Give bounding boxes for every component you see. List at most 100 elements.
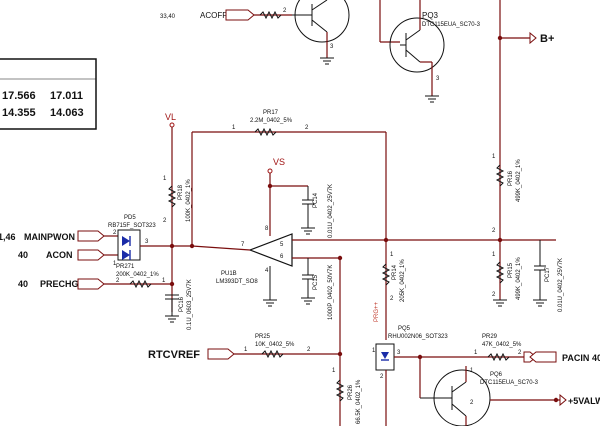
pr17-resistor: PR17 2.2M_0402_5% 1 2 bbox=[191, 110, 387, 246]
acon-num: 40 bbox=[18, 250, 28, 260]
pr271-ref: PR271 bbox=[116, 264, 135, 270]
svg-text:1: 1 bbox=[390, 252, 394, 258]
pacin-label: PACIN bbox=[562, 353, 589, 363]
pc17-capacitor: PC17 0.01U_0402_25V7K bbox=[533, 240, 564, 312]
pd5-value: RB715F_SOT323 bbox=[108, 223, 156, 229]
pq3-transistor-icon bbox=[389, 17, 445, 73]
svg-text:3: 3 bbox=[436, 76, 440, 82]
acon-label: ACON bbox=[46, 250, 73, 260]
pq3-ref: PQ3 bbox=[422, 11, 439, 20]
ground-icon bbox=[493, 299, 507, 307]
svg-text:1: 1 bbox=[474, 350, 478, 356]
svg-text:6: 6 bbox=[280, 254, 284, 260]
v5valw-label: +5VALW bbox=[568, 396, 600, 406]
svg-text:2: 2 bbox=[380, 374, 384, 380]
acon-input: 40 ACON bbox=[18, 249, 118, 261]
mainpwon-input: 1,46 MAINPWON bbox=[0, 230, 118, 242]
svg-text:2: 2 bbox=[283, 8, 287, 14]
diode-icon bbox=[381, 352, 389, 359]
pr26-value: 66.5K_0402_1% bbox=[356, 379, 362, 424]
prechg-num: 40 bbox=[18, 279, 28, 289]
svg-text:1: 1 bbox=[492, 154, 496, 160]
svg-text:2: 2 bbox=[113, 230, 117, 236]
ground-icon bbox=[301, 227, 315, 235]
pc15-capacitor: PC15 1000P_0402_50V7K bbox=[301, 258, 334, 320]
pr17-value: 2.2M_0402_5% bbox=[250, 118, 293, 124]
pr14-resistor: PR14 205K_0402_1% PRG++ 1 2 bbox=[374, 252, 406, 322]
pq3-transistor: PQ3 DTC115EUA_SC70-3 3 bbox=[379, 0, 481, 103]
acoff-ref-number: 33,40 bbox=[160, 14, 176, 20]
vl-label: VL bbox=[165, 112, 176, 122]
output-net bbox=[385, 150, 556, 340]
pr16-resistor: PR16 499K_0402_1% 1 2 bbox=[492, 154, 522, 234]
acoff-label: ACOFF bbox=[200, 11, 227, 20]
pq6-transistor: PQ6 DTC115EUA_SC70-3 2 1 +5VALW bbox=[419, 357, 600, 426]
vl-rail: VL bbox=[165, 112, 176, 312]
rtcvref-label: RTCVREF bbox=[148, 349, 200, 361]
pr14-ref: PR14 bbox=[392, 264, 398, 280]
pc17-value: 0.01U_0402_25V7K bbox=[558, 258, 564, 312]
pr14-value: 205K_0402_1% bbox=[400, 259, 406, 302]
pc14-value: 0.01U_0402_25V7K bbox=[328, 184, 334, 238]
svg-text:2: 2 bbox=[492, 228, 496, 234]
pacin-num: 40 bbox=[592, 353, 600, 363]
pu1b-comparator: 5 6 7 4 PU1B LM393DT_SO8 bbox=[172, 233, 389, 426]
table-r2-c2: 14.063 bbox=[50, 107, 84, 119]
svg-text:2: 2 bbox=[307, 347, 311, 353]
pr18-ref: PR18 bbox=[178, 184, 184, 200]
top-acoff-section: 33,40 ACOFF 2 3 bbox=[160, 0, 350, 65]
svg-text:2: 2 bbox=[518, 350, 522, 356]
pu1b-ref: PU1B bbox=[221, 271, 237, 277]
svg-text:2: 2 bbox=[390, 296, 394, 302]
table-r2-c1: 14.355 bbox=[2, 107, 36, 119]
voltage-table: 17.566 17.011 14.355 14.063 bbox=[0, 58, 97, 130]
pq5-value: RHU002N06_SOT323 bbox=[388, 334, 448, 340]
pr18-resistor: PR18 100K_0402_1% 1 2 bbox=[163, 176, 192, 224]
pd5-ref: PD5 bbox=[124, 215, 136, 221]
comparator-icon bbox=[248, 233, 293, 267]
svg-text:1: 1 bbox=[232, 125, 236, 131]
pr29-ref: PR29 bbox=[482, 334, 498, 340]
ground-icon bbox=[533, 299, 547, 307]
svg-text:3: 3 bbox=[330, 44, 334, 50]
ground-icon bbox=[263, 299, 277, 307]
pr15-ref: PR15 bbox=[508, 262, 514, 278]
svg-text:2: 2 bbox=[492, 292, 496, 298]
pd5-diode: PD5 RB715F_SOT323 2 1 3 bbox=[108, 215, 172, 267]
svg-text:7: 7 bbox=[241, 242, 245, 248]
pr16-ref: PR16 bbox=[508, 170, 514, 186]
ground-icon bbox=[165, 315, 179, 323]
pc15-value: 1000P_0402_50V7K bbox=[328, 265, 334, 320]
pc16-value: 0.1U_0603_25V7K bbox=[187, 279, 193, 330]
svg-text:1: 1 bbox=[372, 348, 376, 354]
svg-text:8: 8 bbox=[265, 226, 269, 232]
prechg-label: PRECHG bbox=[40, 279, 79, 289]
pc14-ref: PC14 bbox=[313, 192, 319, 208]
svg-text:1: 1 bbox=[244, 347, 248, 353]
svg-text:1: 1 bbox=[113, 261, 117, 267]
pc16-ref: PC16 bbox=[179, 296, 185, 312]
bplus-net: B+ bbox=[497, 0, 554, 150]
ground-icon bbox=[320, 57, 334, 65]
pr271-value: 200K_0402_1% bbox=[116, 272, 159, 278]
svg-text:2: 2 bbox=[116, 278, 120, 284]
ground-icon bbox=[425, 95, 439, 103]
pq5-mosfet: PQ5 RHU002N06_SOT323 3 1 2 bbox=[372, 326, 448, 426]
svg-text:3: 3 bbox=[397, 350, 401, 356]
svg-text:2: 2 bbox=[470, 400, 474, 406]
bplus-label: B+ bbox=[540, 33, 554, 45]
pr15-resistor: PR15 499K_0402_1% 1 2 bbox=[492, 252, 522, 307]
pr15-value: 499K_0402_1% bbox=[516, 257, 522, 300]
svg-text:1: 1 bbox=[162, 278, 166, 284]
prg-label: PRG++ bbox=[374, 301, 380, 322]
pq6-value: DTC115EUA_SC70-3 bbox=[480, 380, 539, 386]
pc16-capacitor: PC16 0.1U_0603_25V7K bbox=[165, 279, 193, 330]
svg-text:4: 4 bbox=[265, 268, 269, 274]
rtcvref-port bbox=[207, 348, 235, 360]
pr16-value: 499K_0402_1% bbox=[516, 159, 522, 202]
svg-text:2: 2 bbox=[163, 218, 167, 224]
pr25-ref: PR25 bbox=[255, 334, 271, 340]
pu1b-part: LM393DT_SO8 bbox=[216, 279, 258, 285]
svg-text:2: 2 bbox=[305, 125, 309, 131]
mainpwon-label: MAINPWON bbox=[24, 232, 75, 242]
